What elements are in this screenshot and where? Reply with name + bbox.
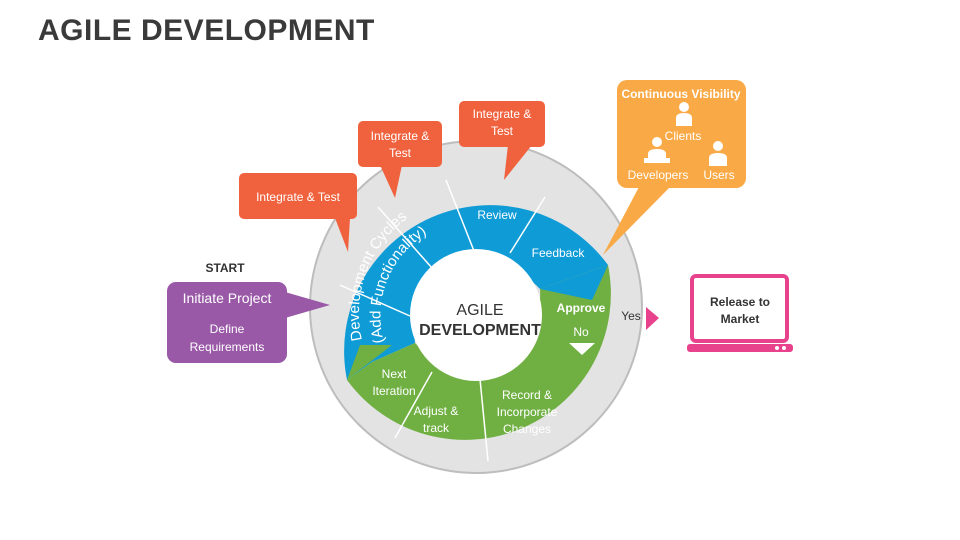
svg-text:Integrate & Test: Integrate & Test — [256, 190, 340, 204]
initiate-heading: Initiate Project — [183, 290, 272, 306]
integrate-test-callout-1: Integrate & Test — [239, 173, 357, 252]
svg-text:Integrate &: Integrate & — [371, 129, 430, 143]
feedback-arrow — [540, 265, 608, 300]
svg-text:Test: Test — [491, 124, 514, 138]
center-label-line1: AGILE — [456, 302, 503, 319]
iteration-arrow — [347, 345, 392, 380]
development-cycles-segment — [344, 205, 608, 380]
review-label: Review — [477, 208, 517, 222]
yes-arrow-icon — [646, 307, 659, 330]
visibility-title: Continuous Visibility — [621, 87, 740, 101]
user-icon — [709, 141, 727, 166]
no-label: No — [573, 325, 589, 339]
next-label-line2: Iteration — [372, 384, 415, 398]
initiate-project-callout: Initiate Project Define Requirements — [167, 282, 330, 363]
laptop-icon — [687, 274, 793, 352]
integrate-test-callout-2: Integrate & Test — [358, 121, 442, 198]
svg-text:Integrate &: Integrate & — [473, 107, 532, 121]
record-label-line3: Changes — [503, 422, 551, 436]
developer-icon — [644, 137, 670, 163]
integrate-test-callout-3: Integrate & Test — [459, 101, 545, 180]
record-label-line1: Record & — [502, 388, 552, 402]
adjust-label-line1: Adjust & — [414, 404, 459, 418]
down-arrow-icon — [569, 343, 595, 355]
continuous-visibility-callout: Continuous Visibility Clients Developers… — [603, 80, 746, 255]
next-label-line1: Next — [382, 367, 407, 381]
define-line2: Requirements — [190, 340, 265, 354]
release-line2: Market — [721, 312, 760, 326]
users-label: Users — [703, 168, 734, 182]
center-circle — [410, 249, 542, 381]
developers-label: Developers — [628, 168, 689, 182]
svg-text:Test: Test — [389, 146, 412, 160]
define-line1: Define — [210, 322, 245, 336]
clients-label: Clients — [665, 129, 702, 143]
record-label-line2: Incorporate — [497, 405, 558, 419]
approval-segment — [347, 265, 611, 440]
segment-dividers — [339, 179, 546, 462]
yes-label: Yes — [621, 309, 641, 323]
adjust-label-line2: track — [423, 421, 450, 435]
start-label: START — [205, 261, 245, 275]
release-line1: Release to — [710, 295, 770, 309]
feedback-label: Feedback — [532, 246, 586, 260]
center-label-line2: DEVELOPMENT — [419, 322, 541, 339]
person-icon — [676, 102, 692, 126]
approve-label: Approve — [557, 301, 606, 315]
page-title: AGILE DEVELOPMENT — [38, 14, 375, 47]
